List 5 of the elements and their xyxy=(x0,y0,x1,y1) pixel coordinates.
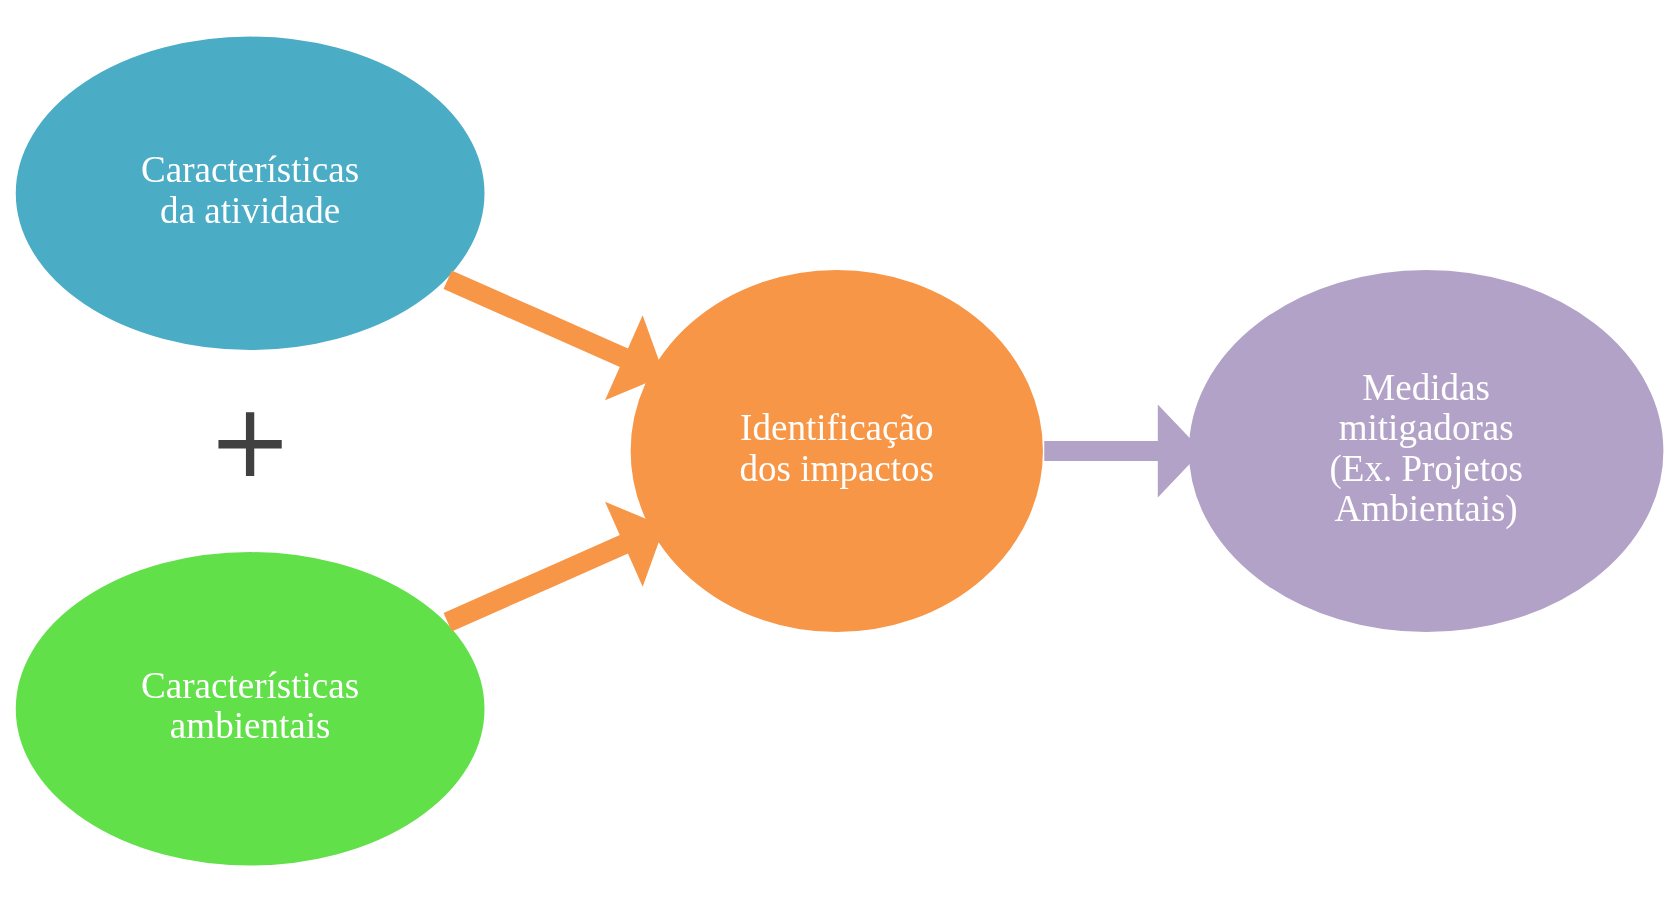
node-ellipse: Medidas mitigadoras (Ex. Projetos Ambientais) xyxy=(1187,267,1666,634)
node-ellipse: Características da atividade xyxy=(14,34,487,352)
node-ellipse: Identificação dos impactos xyxy=(628,267,1045,634)
label: + xyxy=(207,381,293,500)
node-ellipse: Características ambientais xyxy=(14,549,487,867)
